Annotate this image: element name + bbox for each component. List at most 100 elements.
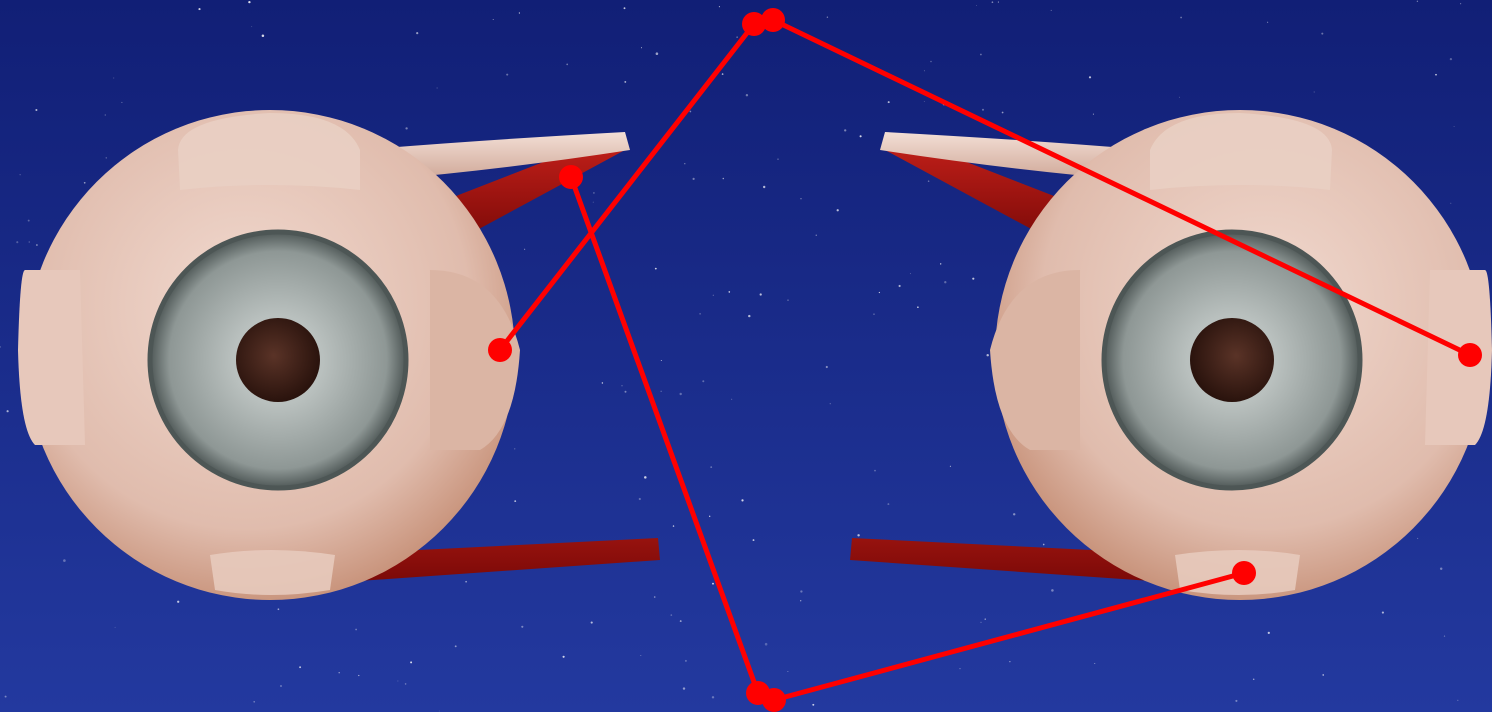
- star: [1253, 678, 1255, 680]
- star: [1267, 22, 1268, 23]
- star: [639, 498, 641, 500]
- star: [521, 626, 523, 628]
- star: [787, 671, 788, 672]
- star: [887, 503, 889, 505]
- star: [830, 403, 831, 404]
- star: [177, 601, 179, 603]
- star: [1089, 76, 1091, 78]
- star: [950, 466, 951, 467]
- star: [998, 2, 999, 3]
- star: [84, 182, 86, 184]
- star: [36, 244, 38, 246]
- star: [416, 32, 418, 34]
- star: [1454, 126, 1455, 127]
- star: [982, 109, 984, 111]
- star: [1009, 661, 1010, 662]
- pointer-left-superior-oblique-start-dot: [559, 165, 583, 189]
- star: [1444, 635, 1445, 636]
- star: [812, 704, 814, 706]
- star: [524, 249, 525, 250]
- star: [857, 534, 859, 536]
- star: [278, 608, 280, 610]
- star: [723, 178, 725, 180]
- star: [1043, 544, 1045, 546]
- star: [641, 47, 642, 48]
- star: [736, 36, 737, 37]
- star: [748, 315, 750, 317]
- star: [800, 600, 801, 601]
- star: [1450, 203, 1451, 204]
- star: [1051, 10, 1052, 11]
- star: [874, 470, 876, 472]
- star: [299, 666, 301, 668]
- star: [800, 198, 801, 199]
- star: [455, 645, 457, 647]
- star: [960, 668, 961, 669]
- star: [713, 295, 714, 296]
- star: [1268, 632, 1270, 634]
- star: [741, 499, 743, 501]
- star: [280, 685, 281, 686]
- star: [731, 399, 732, 400]
- star: [28, 220, 30, 222]
- star: [753, 539, 755, 541]
- star: [514, 448, 515, 449]
- star: [787, 300, 788, 301]
- star: [763, 186, 765, 188]
- star: [976, 5, 977, 6]
- star: [640, 655, 641, 656]
- star: [624, 7, 626, 9]
- star: [685, 660, 687, 662]
- star: [465, 581, 467, 583]
- star: [1180, 17, 1182, 19]
- star: [940, 263, 941, 264]
- star: [944, 281, 946, 283]
- star: [1235, 700, 1237, 702]
- pointer-right-inferior-rectus-end-dot: [762, 688, 786, 712]
- star: [624, 81, 626, 83]
- star: [591, 622, 593, 624]
- pointer-right-inferior-rectus-start-dot: [1232, 561, 1256, 585]
- star: [593, 202, 594, 203]
- star: [1179, 97, 1180, 98]
- star: [888, 101, 890, 103]
- star: [1051, 589, 1054, 592]
- star: [625, 391, 627, 393]
- star: [671, 614, 673, 616]
- star: [917, 306, 919, 308]
- star: [712, 696, 714, 698]
- star: [105, 115, 106, 116]
- star: [928, 180, 930, 182]
- star: [712, 583, 714, 585]
- pointer-left-medial-rectus-start-dot: [488, 338, 512, 362]
- star: [621, 385, 622, 386]
- star: [405, 127, 407, 129]
- star: [251, 26, 252, 27]
- star: [20, 174, 21, 175]
- star: [602, 382, 603, 383]
- star: [874, 314, 875, 315]
- star: [656, 52, 659, 55]
- star: [860, 135, 862, 137]
- star: [661, 360, 662, 361]
- star: [35, 109, 37, 111]
- star: [16, 241, 18, 243]
- star: [439, 711, 440, 712]
- star: [661, 391, 662, 392]
- star: [844, 129, 846, 131]
- star: [1457, 700, 1458, 701]
- star: [253, 701, 255, 703]
- star: [985, 618, 986, 619]
- star: [719, 6, 720, 7]
- star: [358, 675, 359, 676]
- star: [566, 64, 568, 66]
- star: [262, 34, 265, 37]
- star: [673, 525, 674, 526]
- star: [722, 73, 724, 75]
- star: [1460, 3, 1461, 4]
- star: [397, 681, 398, 682]
- star: [355, 629, 357, 631]
- pointer-right-lateral-rectus-start-dot: [1458, 343, 1482, 367]
- star: [924, 101, 925, 102]
